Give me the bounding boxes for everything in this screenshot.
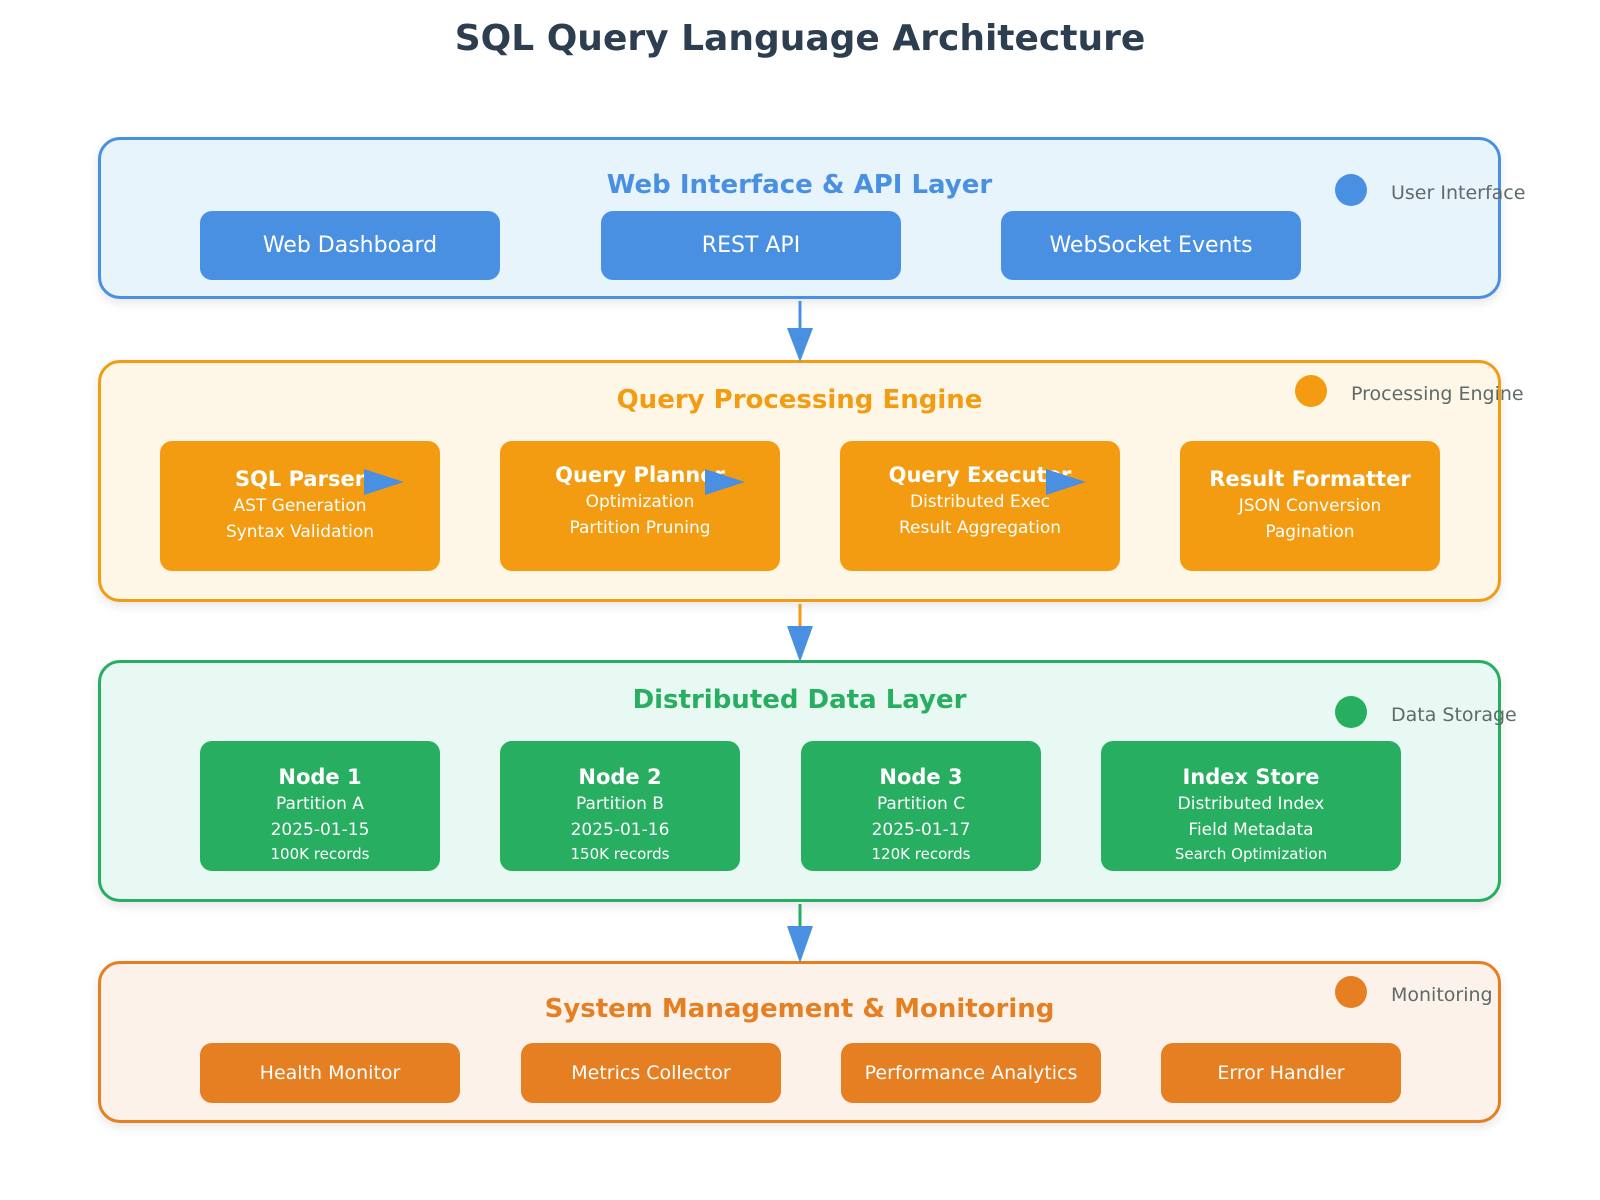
legend-label-user-interface: User Interface (1391, 182, 1526, 204)
node-detail: 120K records (871, 845, 971, 863)
websocket-events-button[interactable]: WebSocket Events (1001, 211, 1301, 280)
stage-detail: Syntax Validation (225, 522, 375, 542)
health-monitor-button[interactable]: Health Monitor (200, 1043, 460, 1103)
metrics-collector-button[interactable]: Metrics Collector (521, 1043, 781, 1103)
query-executor-box[interactable]: Query Executor Distributed Exec Result A… (840, 441, 1120, 571)
node-detail: Partition B (576, 794, 664, 814)
node-detail: 100K records (270, 845, 370, 863)
stage-title: Query Executor (888, 463, 1072, 487)
node-3-box[interactable]: Node 3 Partition C 2025-01-17 120K recor… (801, 741, 1041, 871)
arrow-down-icon (787, 328, 813, 362)
layer-title: System Management & Monitoring (544, 994, 1055, 1024)
stage-detail: Optimization (585, 492, 695, 512)
sql-parser-box[interactable]: SQL Parser AST Generation Syntax Validat… (160, 441, 440, 571)
stage-title: SQL Parser (234, 467, 366, 491)
node-detail: 150K records (570, 845, 670, 863)
stage-title: Result Formatter (1209, 467, 1411, 491)
layer-title: Web Interface & API Layer (606, 170, 993, 200)
node-title: Node 2 (578, 765, 662, 789)
node-detail: 2025-01-17 (871, 820, 971, 840)
layer-title: Distributed Data Layer (632, 685, 967, 715)
page-title: SQL Query Language Architecture (454, 18, 1146, 59)
stage-detail: JSON Conversion (1238, 496, 1382, 516)
stage-detail: Pagination (1265, 522, 1355, 542)
node-detail: 2025-01-15 (270, 820, 370, 840)
node-detail: Search Optimization (1174, 845, 1328, 863)
result-formatter-box[interactable]: Result Formatter JSON Conversion Paginat… (1180, 441, 1440, 571)
node-detail: Partition A (276, 794, 364, 814)
legend-label-data-storage: Data Storage (1391, 704, 1517, 726)
query-planner-box[interactable]: Query Planner Optimization Partition Pru… (500, 441, 780, 571)
node-detail: Field Metadata (1188, 820, 1314, 840)
stage-title: Query Planner (555, 463, 725, 487)
stage-detail: Distributed Exec (909, 492, 1051, 512)
layer-title: Query Processing Engine (616, 385, 983, 415)
error-handler-button[interactable]: Error Handler (1161, 1043, 1401, 1103)
stage-detail: AST Generation (233, 496, 367, 516)
node-title: Index Store (1182, 765, 1320, 789)
legend-label-monitoring: Monitoring (1391, 984, 1493, 1006)
node-detail: 2025-01-16 (570, 820, 670, 840)
node-title: Node 3 (879, 765, 963, 789)
rest-api-button[interactable]: REST API (601, 211, 901, 280)
node-detail: Partition C (876, 794, 966, 814)
node-detail: Distributed Index (1177, 794, 1325, 814)
node-2-box[interactable]: Node 2 Partition B 2025-01-16 150K recor… (500, 741, 740, 871)
index-store-box[interactable]: Index Store Distributed Index Field Meta… (1101, 741, 1401, 871)
node-title: Node 1 (278, 765, 362, 789)
arrow-down-icon (787, 926, 813, 963)
arrow-right-icon (705, 469, 745, 495)
legend-label-processing-engine: Processing Engine (1351, 383, 1524, 405)
legend-dot-monitoring (1335, 976, 1367, 1008)
performance-analytics-button[interactable]: Performance Analytics (841, 1043, 1101, 1103)
stage-detail: Partition Pruning (569, 518, 711, 538)
legend-dot-processing-engine (1295, 375, 1327, 407)
arrow-right-icon (1046, 469, 1086, 495)
legend-dot-data-storage (1335, 696, 1367, 728)
legend-dot-user-interface (1335, 174, 1367, 206)
arrow-right-icon (364, 469, 404, 495)
arrow-down-icon (787, 626, 813, 662)
node-1-box[interactable]: Node 1 Partition A 2025-01-15 100K recor… (200, 741, 440, 871)
web-dashboard-button[interactable]: Web Dashboard (200, 211, 500, 280)
stage-detail: Result Aggregation (899, 518, 1061, 538)
